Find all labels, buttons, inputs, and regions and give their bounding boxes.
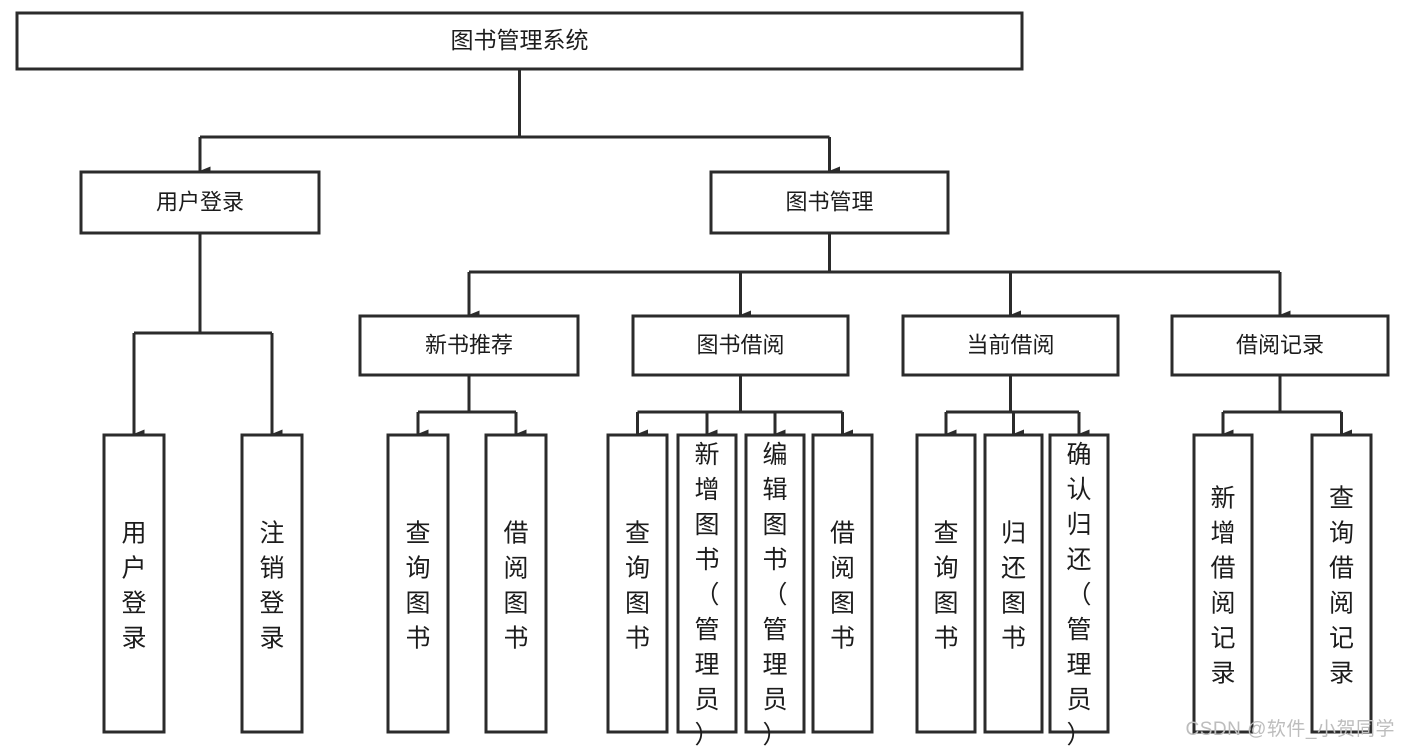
node-box-book-borrow bbox=[631, 314, 850, 377]
node-book-borrow[interactable]: 图书借阅 bbox=[631, 314, 850, 377]
node-label-leaf-confirm-return-admin: 确认归还（管理员） bbox=[1066, 441, 1091, 747]
node-label-current-borrow: 当前借阅 bbox=[966, 332, 1054, 357]
watermark-text: CSDN @软件_小贺同学 bbox=[1185, 719, 1395, 740]
node-box-leaf-add-book-admin bbox=[676, 433, 738, 734]
node-leaf-query-book-1[interactable]: 查询图书 bbox=[386, 433, 450, 734]
node-user-login[interactable]: 用户登录 bbox=[79, 170, 321, 235]
node-box-new-book-recommend bbox=[358, 314, 580, 377]
node-box-leaf-query-book-2 bbox=[606, 433, 669, 734]
edge-group-book-manage bbox=[467, 233, 1291, 320]
edge-group-borrow-record bbox=[1221, 375, 1352, 439]
edge-group-user-login bbox=[132, 233, 283, 439]
node-box-book-manage bbox=[709, 170, 950, 235]
node-current-borrow[interactable]: 当前借阅 bbox=[901, 314, 1120, 377]
node-box-leaf-query-book-3 bbox=[915, 433, 977, 734]
node-borrow-record[interactable]: 借阅记录 bbox=[1170, 314, 1390, 377]
node-box-leaf-query-book-1 bbox=[386, 433, 450, 734]
node-label-leaf-query-borrow-record: 查询借阅记录 bbox=[1329, 485, 1354, 688]
node-box-leaf-borrow-book-1 bbox=[484, 433, 548, 734]
node-root[interactable]: 图书管理系统 bbox=[15, 11, 1024, 71]
node-label-new-book-recommend: 新书推荐 bbox=[425, 332, 513, 357]
node-box-user-login bbox=[79, 170, 321, 235]
node-box-leaf-query-borrow-record bbox=[1310, 433, 1373, 734]
edge-group-current-borrow bbox=[944, 375, 1090, 439]
node-label-leaf-borrow-book-1: 借阅图书 bbox=[503, 520, 528, 653]
node-box-leaf-confirm-return-admin bbox=[1048, 433, 1110, 734]
node-box-leaf-return-book bbox=[983, 433, 1044, 734]
node-new-book-recommend[interactable]: 新书推荐 bbox=[358, 314, 580, 377]
nodes-layer: 图书管理系统用户登录图书管理新书推荐图书借阅当前借阅借阅记录用户登录注销登录查询… bbox=[15, 11, 1390, 747]
node-leaf-add-book-admin[interactable]: 新增图书（管理员） bbox=[676, 433, 738, 747]
node-label-book-manage: 图书管理 bbox=[785, 189, 873, 214]
node-leaf-query-book-2[interactable]: 查询图书 bbox=[606, 433, 669, 734]
node-label-leaf-user-logout: 注销登录 bbox=[259, 520, 284, 653]
edge-group-book-borrow bbox=[636, 375, 853, 439]
node-label-user-login: 用户登录 bbox=[156, 189, 244, 214]
node-box-borrow-record bbox=[1170, 314, 1390, 377]
edges-layer bbox=[132, 69, 1352, 439]
node-leaf-query-borrow-record[interactable]: 查询借阅记录 bbox=[1310, 433, 1373, 734]
node-label-root: 图书管理系统 bbox=[451, 27, 589, 53]
node-label-leaf-borrow-book-2: 借阅图书 bbox=[830, 520, 855, 653]
node-book-manage[interactable]: 图书管理 bbox=[709, 170, 950, 235]
edge-group-root bbox=[198, 69, 840, 176]
node-label-leaf-query-book-3: 查询图书 bbox=[933, 520, 958, 653]
node-box-leaf-add-borrow-record bbox=[1192, 433, 1254, 734]
node-box-current-borrow bbox=[901, 314, 1120, 377]
node-leaf-borrow-book-1[interactable]: 借阅图书 bbox=[484, 433, 548, 734]
node-box-root bbox=[15, 11, 1024, 71]
node-label-leaf-return-book: 归还图书 bbox=[1001, 520, 1026, 653]
node-leaf-user-login[interactable]: 用户登录 bbox=[102, 433, 166, 734]
node-leaf-borrow-book-2[interactable]: 借阅图书 bbox=[811, 433, 874, 734]
node-box-leaf-edit-book-admin bbox=[744, 433, 806, 734]
node-label-leaf-edit-book-admin: 编辑图书（管理员） bbox=[762, 441, 787, 747]
node-box-leaf-user-login bbox=[102, 433, 166, 734]
node-leaf-query-book-3[interactable]: 查询图书 bbox=[915, 433, 977, 734]
node-leaf-user-logout[interactable]: 注销登录 bbox=[240, 433, 304, 734]
node-label-leaf-add-book-admin: 新增图书（管理员） bbox=[694, 441, 719, 747]
node-label-leaf-user-login: 用户登录 bbox=[121, 520, 146, 653]
node-leaf-edit-book-admin[interactable]: 编辑图书（管理员） bbox=[744, 433, 806, 747]
edge-group-new-book-recommend bbox=[416, 375, 527, 439]
node-label-book-borrow: 图书借阅 bbox=[696, 332, 784, 357]
node-box-leaf-user-logout bbox=[240, 433, 304, 734]
node-label-leaf-query-book-2: 查询图书 bbox=[625, 520, 650, 653]
node-box-leaf-borrow-book-2 bbox=[811, 433, 874, 734]
node-leaf-return-book[interactable]: 归还图书 bbox=[983, 433, 1044, 734]
node-label-borrow-record: 借阅记录 bbox=[1236, 332, 1324, 357]
node-leaf-add-borrow-record[interactable]: 新增借阅记录 bbox=[1192, 433, 1254, 734]
node-leaf-confirm-return-admin[interactable]: 确认归还（管理员） bbox=[1048, 433, 1110, 747]
node-label-leaf-query-book-1: 查询图书 bbox=[405, 520, 430, 653]
node-label-leaf-add-borrow-record: 新增借阅记录 bbox=[1210, 485, 1235, 688]
